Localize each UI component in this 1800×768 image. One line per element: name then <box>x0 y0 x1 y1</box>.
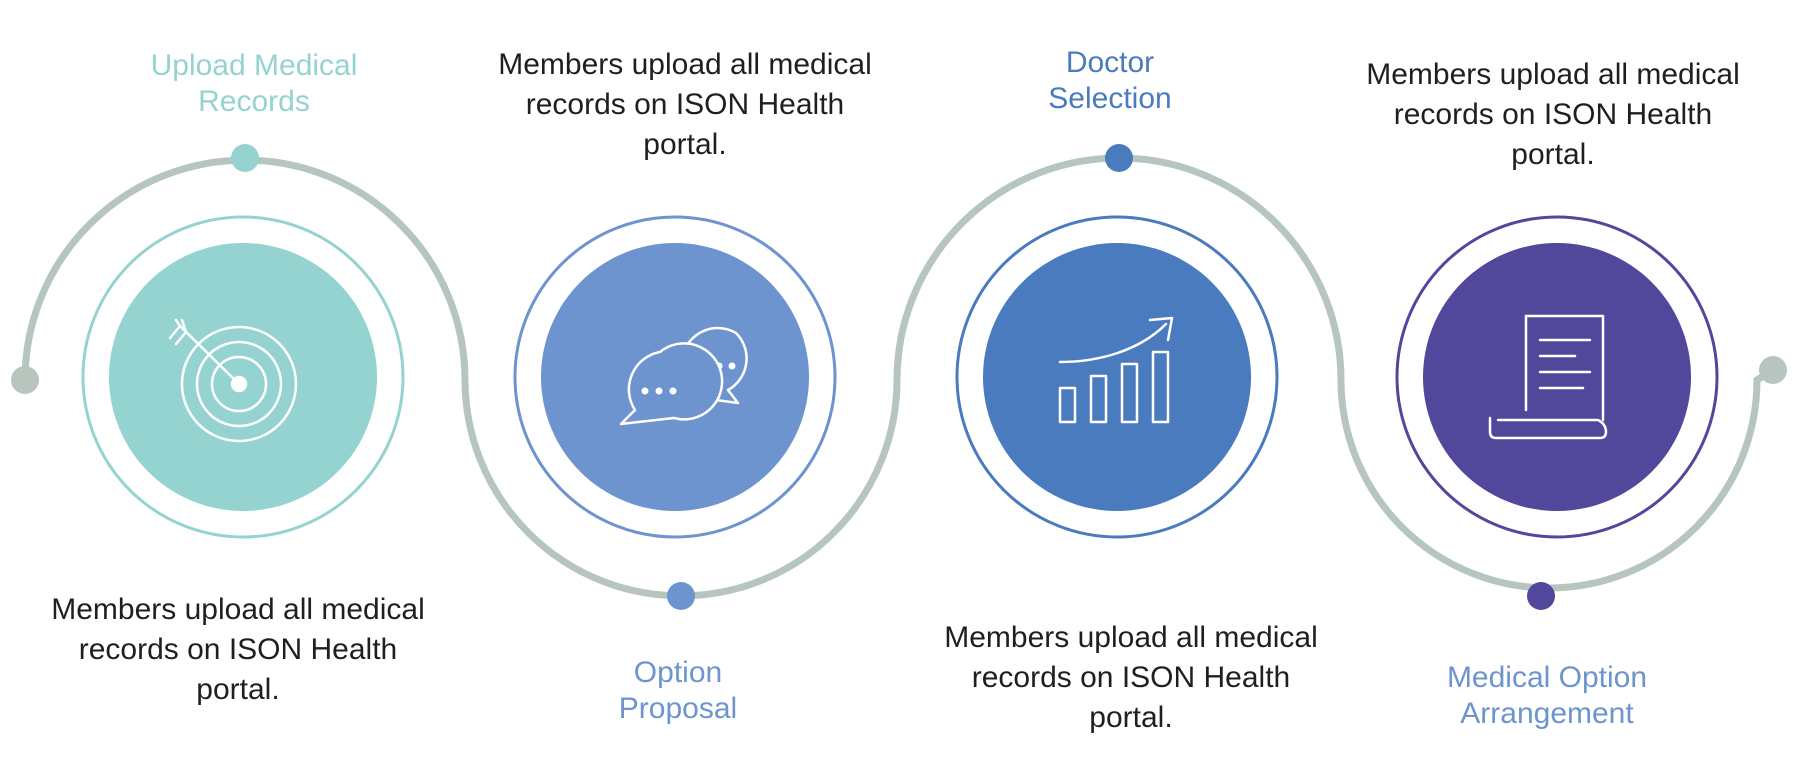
connector-end-dot <box>1759 356 1787 384</box>
step-2-description: Members upload all medical records on IS… <box>498 48 872 161</box>
step-3-title: Doctor Selection <box>1048 46 1172 115</box>
chat-bubbles-icon <box>619 326 748 426</box>
connector-start-dot <box>11 366 39 394</box>
connector-path <box>21 154 1777 600</box>
step-4-marker <box>1527 582 1555 610</box>
step-1-title: Upload Medical Records <box>150 49 358 118</box>
document-scroll-icon <box>1488 314 1608 440</box>
step-4-description: Members upload all medical records on IS… <box>1366 58 1740 171</box>
step-1-description: Members upload all medical records on IS… <box>51 593 425 706</box>
target-arrow-icon <box>168 318 298 443</box>
step-3-marker <box>1105 144 1133 172</box>
growth-chart-icon <box>1058 316 1174 424</box>
step-2-title: Option Proposal <box>618 656 738 725</box>
step-2-marker <box>667 582 695 610</box>
step-1-marker <box>231 144 259 172</box>
step-3-description: Members upload all medical records on IS… <box>944 621 1318 734</box>
step-4-circle <box>1395 215 1719 539</box>
step-3-circle <box>955 215 1279 539</box>
step-4-title: Medical Option Arrangement <box>1446 661 1648 730</box>
